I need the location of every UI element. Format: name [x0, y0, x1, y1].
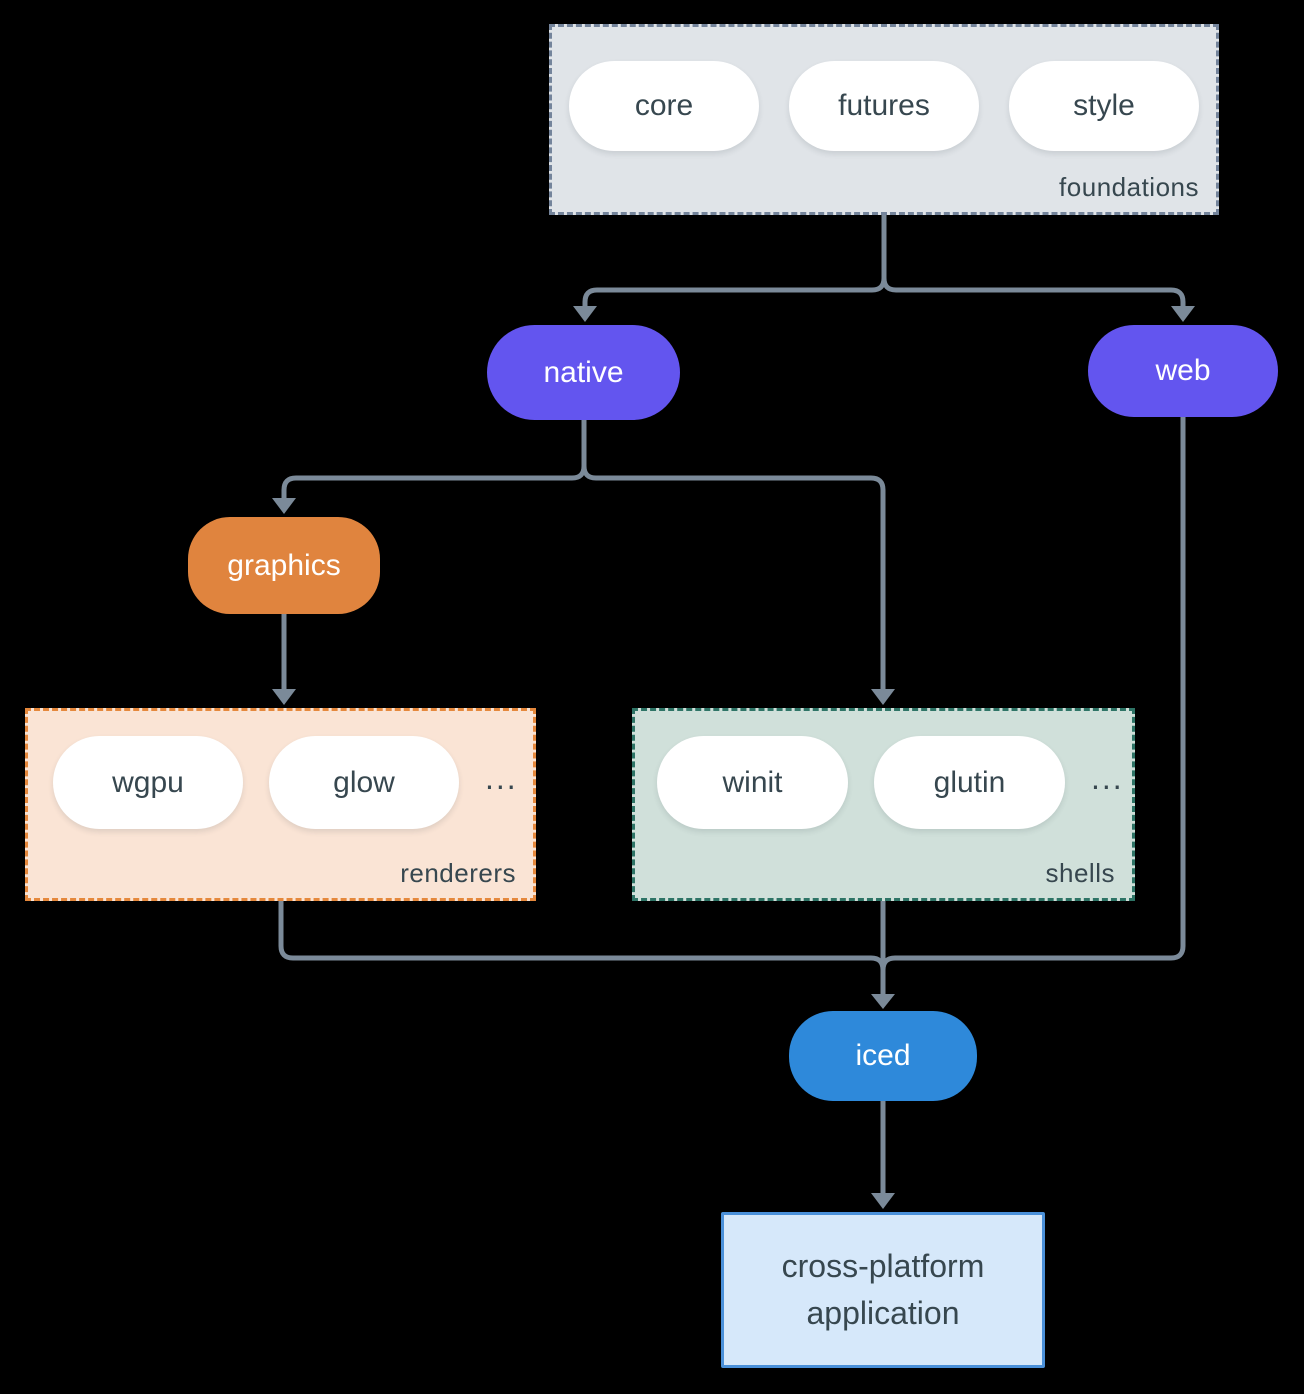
node-winit: winit	[657, 736, 848, 829]
renderers-group-label: renderers	[400, 858, 516, 888]
node-wgpu: wgpu	[53, 736, 243, 829]
application-label-line1: cross-platform	[781, 1248, 985, 1284]
renderers-ellipsis: ...	[485, 760, 518, 796]
node-web: web	[1088, 325, 1278, 417]
node-glutin: glutin	[874, 736, 1065, 829]
foundations-group-label: foundations	[1059, 172, 1199, 202]
arrowhead-renderers	[272, 689, 296, 705]
renderers-group: wgpu glow ... renderers	[25, 708, 536, 901]
shells-pill-row: winit glutin ...	[657, 736, 1124, 829]
node-style: style	[1009, 61, 1199, 151]
node-cross-platform-application: cross-platform application	[721, 1212, 1045, 1368]
arrowhead-native	[573, 306, 597, 322]
node-graphics: graphics	[188, 517, 380, 614]
node-glow: glow	[269, 736, 459, 829]
arrowhead-application	[871, 1193, 895, 1209]
node-native: native	[487, 325, 680, 420]
arrowhead-graphics	[272, 498, 296, 514]
edge-native-shells	[581, 420, 886, 690]
edge-foundations-web	[881, 215, 1186, 307]
edge-native-graphics	[281, 420, 587, 499]
arrowhead-shells	[871, 689, 895, 705]
renderers-pill-row: wgpu glow ...	[53, 736, 518, 829]
edge-renderers-merge	[278, 901, 886, 980]
application-label-line2: application	[806, 1295, 960, 1331]
foundations-pill-row: core futures style	[552, 61, 1216, 151]
node-iced: iced	[789, 1011, 977, 1101]
shells-group-label: shells	[1045, 858, 1115, 888]
shells-group: winit glutin ... shells	[632, 708, 1135, 901]
arrowhead-iced	[871, 994, 895, 1009]
foundations-group: core futures style foundations	[549, 24, 1219, 215]
node-core: core	[569, 61, 759, 151]
arrowhead-web	[1171, 306, 1195, 322]
edge-foundations-native	[582, 215, 887, 307]
node-futures: futures	[789, 61, 979, 151]
shells-ellipsis: ...	[1091, 760, 1124, 796]
